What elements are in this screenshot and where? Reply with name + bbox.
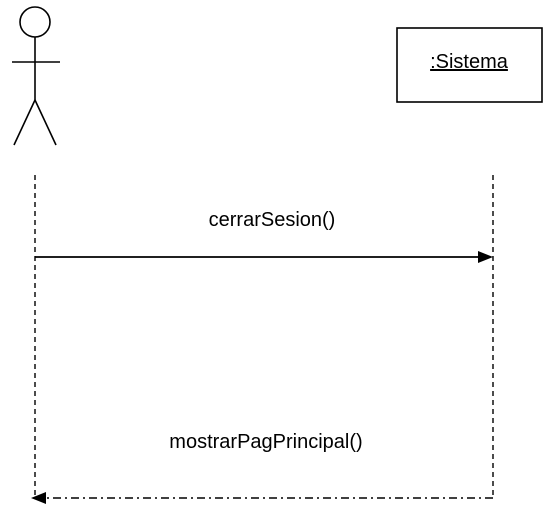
actor-left-leg [13, 99, 36, 146]
actor-head [19, 6, 51, 38]
actor-figure [12, 6, 60, 146]
system-object: :Sistema [396, 27, 543, 103]
message-label-mostrar-pag-principal: mostrarPagPrincipal() [169, 431, 362, 453]
message-arrowhead-cerrar-sesion [478, 251, 493, 263]
message-label-cerrar-sesion: cerrarSesion() [209, 209, 336, 231]
actor-right-leg [34, 99, 57, 146]
system-object-label: :Sistema [430, 51, 509, 73]
system-object-box [396, 27, 543, 103]
message-arrowhead-mostrar-pag-principal [31, 492, 46, 504]
